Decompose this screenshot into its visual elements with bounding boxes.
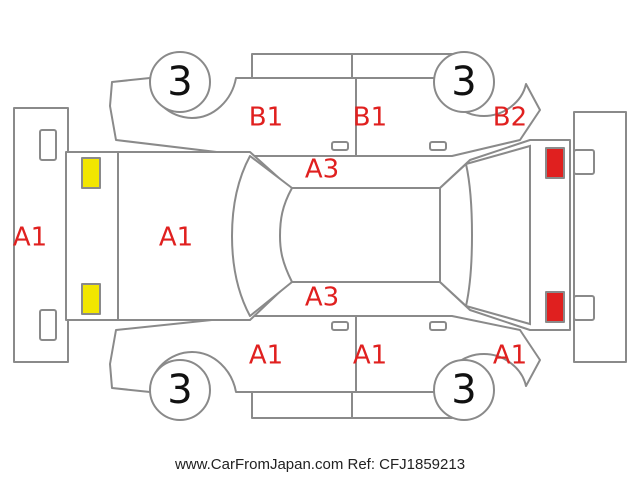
wheel-front-left: 3 (149, 51, 211, 113)
front-lamp-lower (81, 283, 101, 315)
rear-lamp-lower (545, 291, 565, 323)
rear-bumper (573, 111, 627, 363)
label-hood: A1 (159, 223, 193, 253)
wheel-rear-left-label: 3 (451, 59, 476, 105)
label-rear-window: A3 (305, 283, 339, 313)
wheel-front-right: 3 (149, 359, 211, 421)
label-rear-quarter-top: B2 (493, 103, 527, 133)
wheel-rear-right: 3 (433, 359, 495, 421)
front-bumper (13, 107, 69, 363)
left-side-top (109, 53, 541, 157)
label-front-door-bottom: A1 (249, 341, 283, 371)
label-windshield: A3 (305, 155, 339, 185)
rear-lamp-upper (545, 147, 565, 179)
wheel-rear-left: 3 (433, 51, 495, 113)
label-front-bumper: A1 (13, 223, 47, 253)
reference-credit: www.CarFromJapan.com Ref: CFJ1859213 (174, 456, 466, 473)
left-side-bottom (109, 315, 541, 419)
label-rear-quarter-bottom: A1 (493, 341, 527, 371)
label-front-door-top: B1 (249, 103, 283, 133)
label-rear-door-bottom: A1 (353, 341, 387, 371)
wheel-front-right-label: 3 (167, 367, 192, 413)
car-body (65, 139, 571, 331)
front-lamp-upper (81, 157, 101, 189)
wheel-rear-right-label: 3 (451, 367, 476, 413)
label-rear-door-top: B1 (353, 103, 387, 133)
wheel-front-left-label: 3 (167, 59, 192, 105)
